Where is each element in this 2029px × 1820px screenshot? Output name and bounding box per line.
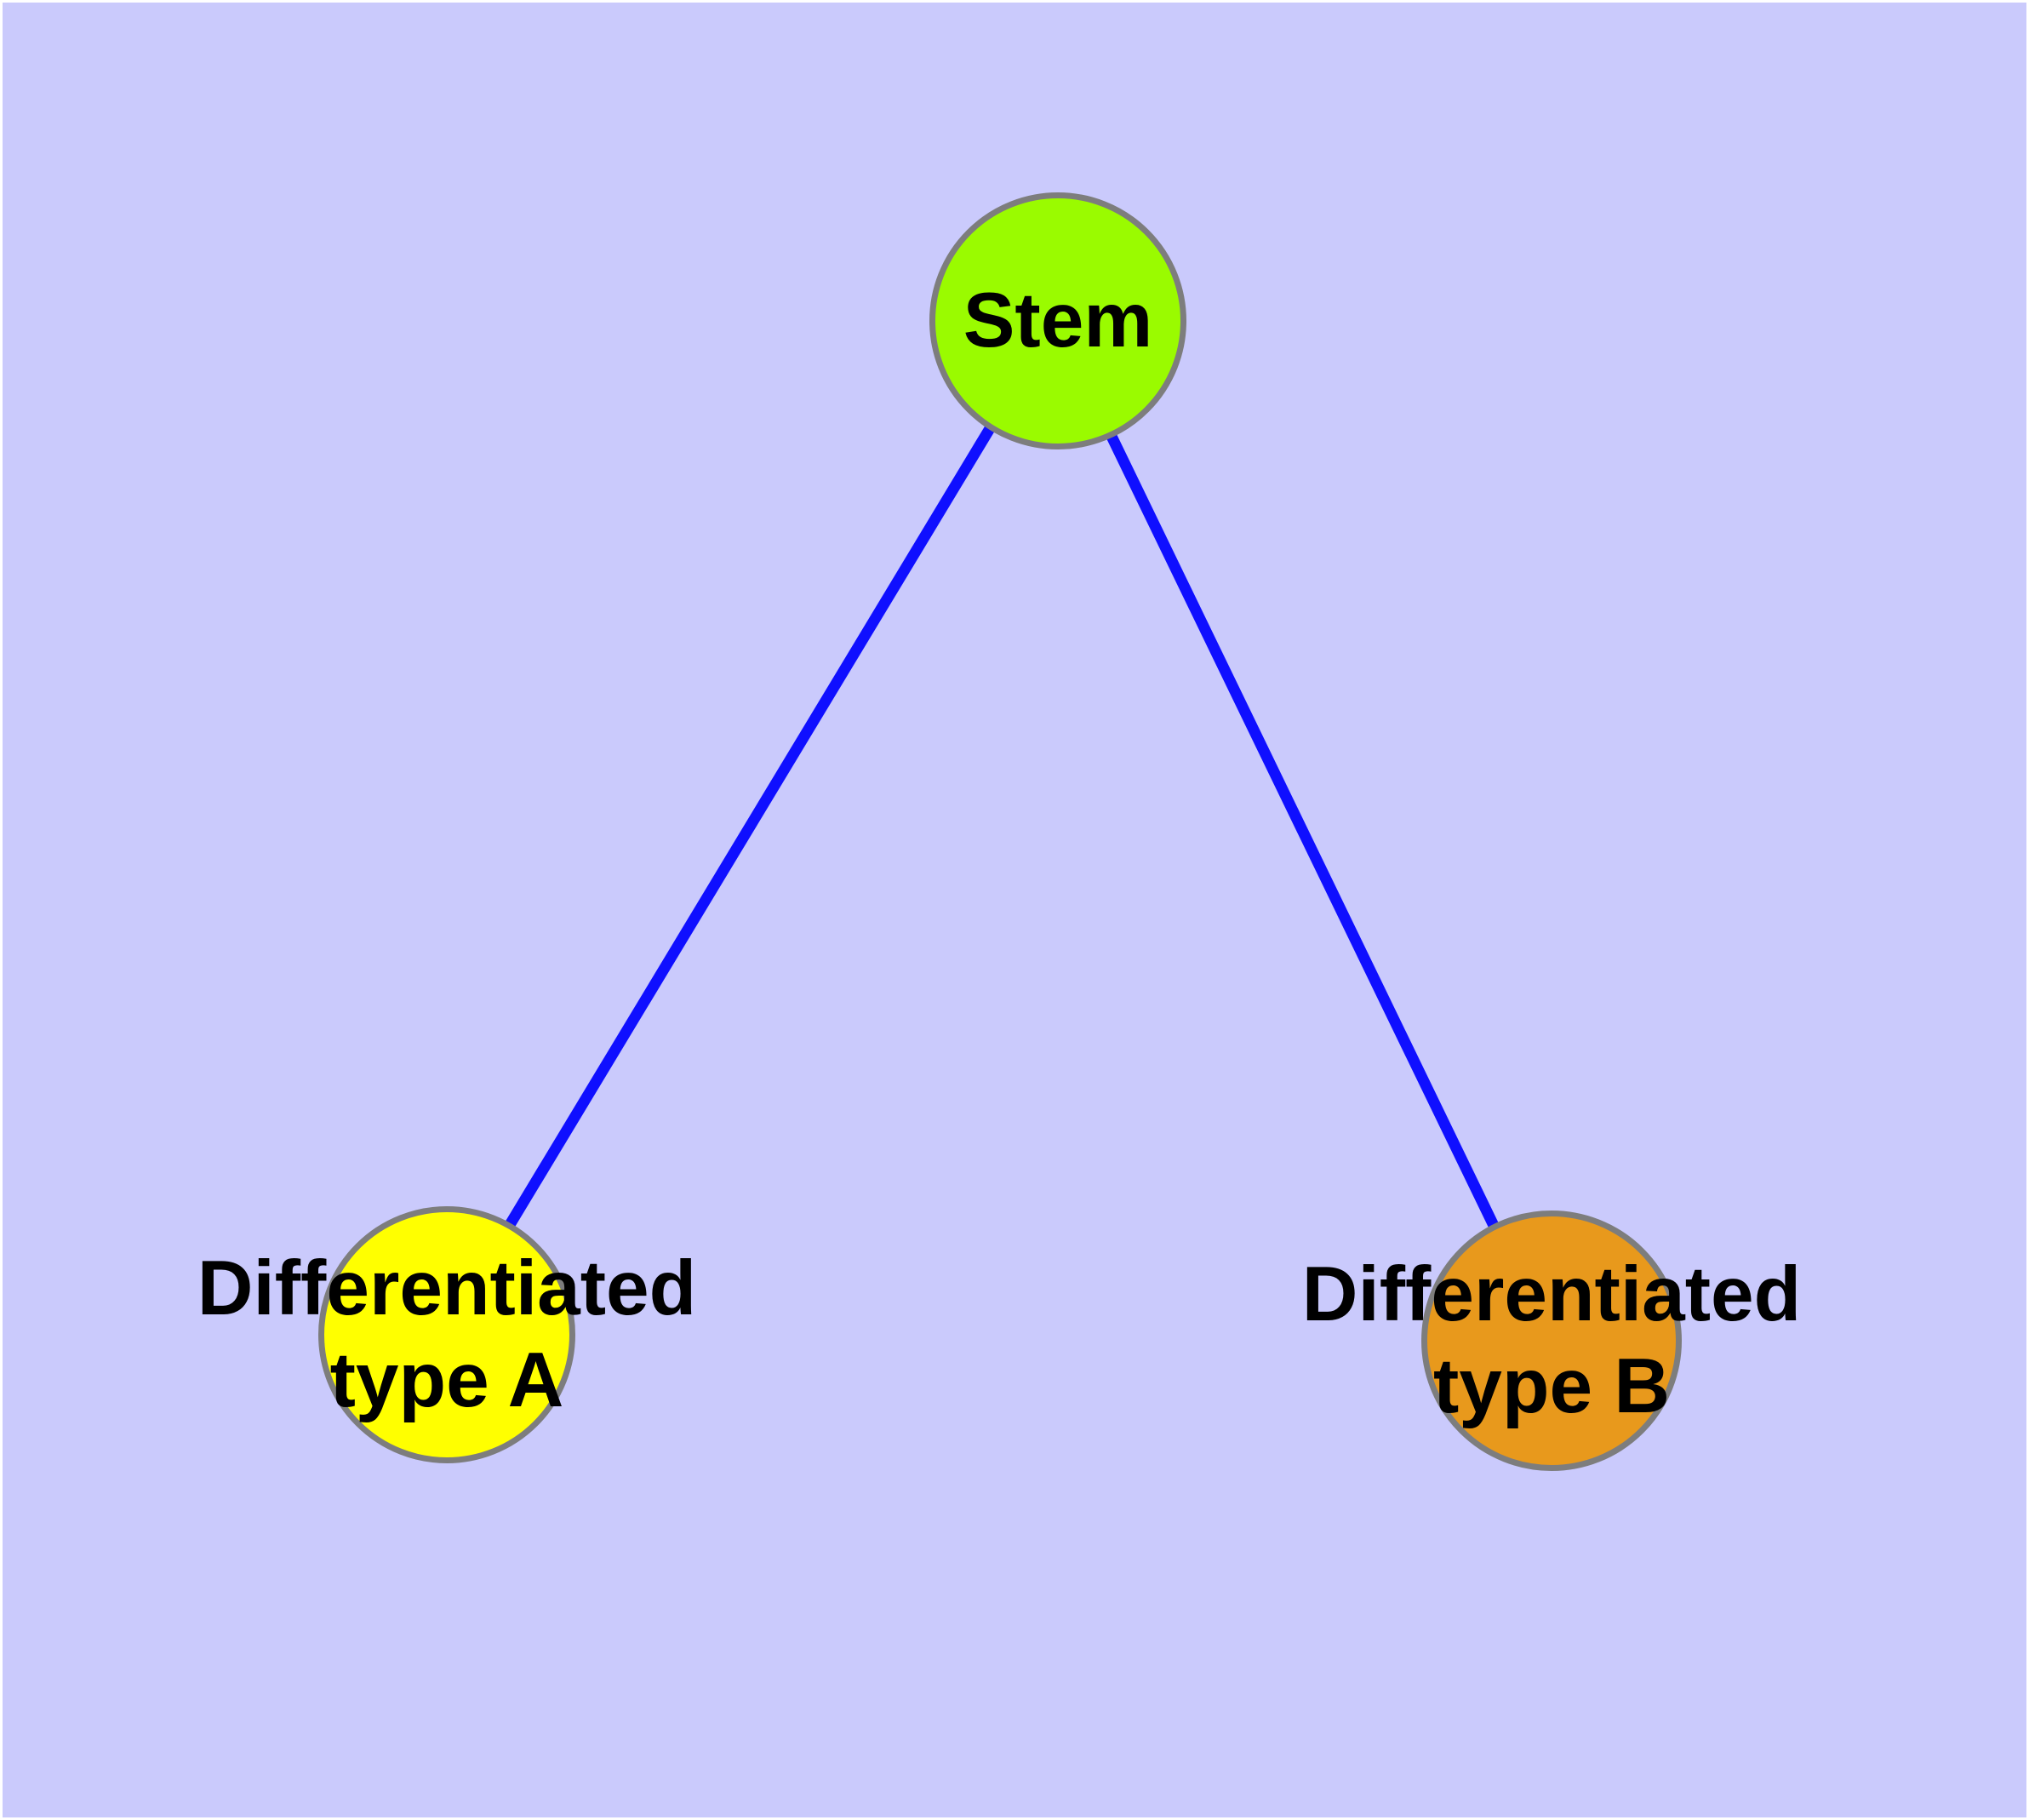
node-type-a: Differentiated type A [197, 1206, 696, 1463]
edge-stem-type-b [1050, 318, 1553, 1340]
node-label-type-b: Differentiated type B [1301, 1251, 1802, 1429]
node-type-b: Differentiated type B [1302, 1210, 1801, 1471]
node-label-type-a: Differentiated type A [197, 1245, 697, 1423]
node-label-stem: Stem [963, 278, 1153, 363]
edge-layer [441, 317, 1553, 1340]
node-stem: Stem [929, 192, 1186, 449]
edge-stem-type-a [441, 317, 1060, 1334]
